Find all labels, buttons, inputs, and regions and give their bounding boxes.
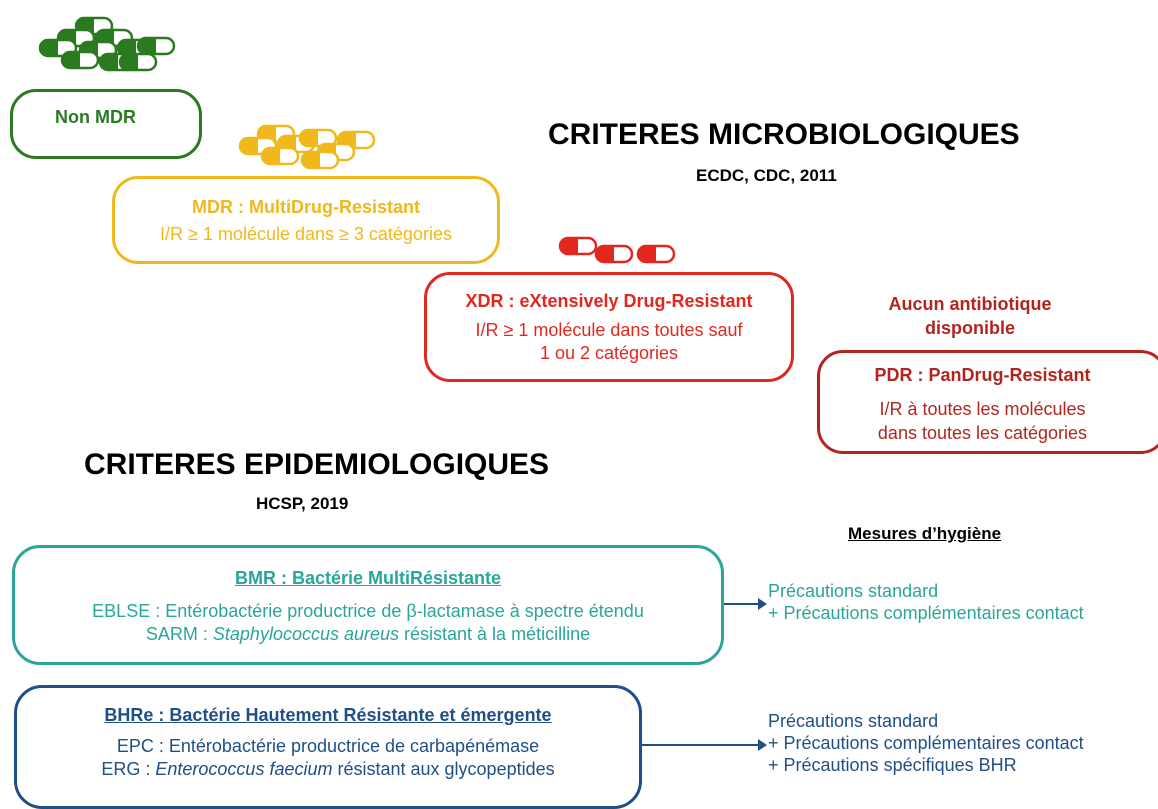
bmr-line2: SARM : Staphylococcus aureus résistant à… [15,624,721,645]
epi-title: CRITERES EPIDEMIOLOGIQUES [84,448,550,481]
bhre-measure-2: + Précautions complémentaires contact [768,733,1084,753]
mdr-title: MDR : MultiDrug-Resistant [192,197,420,217]
mdr-box: MDR : MultiDrug-Resistant I/R ≥ 1 molécu… [112,176,500,264]
bhre-line2-prefix: ERG : [101,759,156,779]
bhre-line2-suffix: résistant aux glycopeptides [332,759,555,779]
pdr-line1: I/R à toutes les molécules [879,399,1086,419]
bmr-measure-1: Précautions standard [768,581,939,601]
xdr-line2: 1 ou 2 catégories [539,343,679,363]
pdr-note-line1: Aucun antibiotique [888,294,1052,314]
pdr-box: PDR : PanDrug-Resistant I/R à toutes les… [817,350,1158,454]
pdr-line2: dans toutes les catégories [877,423,1088,443]
bhre-measure-3: + Précautions spécifiques BHR [768,755,1017,775]
epi-subtitle: HCSP, 2019 [256,494,349,513]
yellow-pill-cluster-icon [238,124,376,170]
pdr-title: PDR : PanDrug-Resistant [874,365,1091,385]
micro-subtitle: ECDC, CDC, 2011 [696,166,837,185]
micro-title: CRITERES MICROBIOLOGIQUES [548,118,1020,151]
bmr-line1: EBLSE : Entérobactérie productrice de β-… [92,601,644,621]
pdr-note: Aucun antibiotique disponible [840,292,1100,340]
bmr-measures: Précautions standard + Précautions compl… [768,580,1084,624]
bmr-arrow-icon [724,598,767,610]
bhre-line2-species: Enterococcus faecium [155,759,333,779]
bmr-line2-suffix: résistant à la méticilline [399,624,591,644]
bmr-box: BMR : Bactérie MultiRésistante EBLSE : E… [12,545,724,665]
bmr-line2-species: Staphylococcus aureus [212,624,400,644]
bhre-line2: ERG : Enterococcus faecium résistant aux… [17,759,639,780]
bmr-title: BMR : Bactérie MultiRésistante [234,568,502,588]
bmr-measure-2: + Précautions complémentaires contact [768,603,1084,623]
bhre-measure-1: Précautions standard [768,711,939,731]
pdr-note-line2: disponible [925,318,1015,338]
non-mdr-label: Non MDR [55,107,136,127]
xdr-box: XDR : eXtensively Drug-Resistant I/R ≥ 1… [424,272,794,382]
bhre-box: BHRe : Bactérie Hautement Résistante et … [14,685,642,809]
bhre-arrow-icon [642,739,767,751]
bmr-line2-prefix: SARM : [145,624,213,644]
xdr-line1: I/R ≥ 1 molécule dans toutes sauf [475,320,743,340]
xdr-title: XDR : eXtensively Drug-Resistant [465,291,753,311]
bhre-title: BHRe : Bactérie Hautement Résistante et … [104,705,552,725]
green-pill-cluster-icon [38,16,176,72]
hygiene-header: Mesures d’hygiène [848,524,1002,543]
mdr-line1: I/R ≥ 1 molécule dans ≥ 3 catégories [160,224,452,244]
bhre-line1: EPC : Entérobactérie productrice de carb… [116,736,540,756]
bhre-measures: Précautions standard + Précautions compl… [768,710,1084,776]
non-mdr-box: Non MDR [10,89,202,159]
red-pill-cluster-icon [558,236,676,264]
